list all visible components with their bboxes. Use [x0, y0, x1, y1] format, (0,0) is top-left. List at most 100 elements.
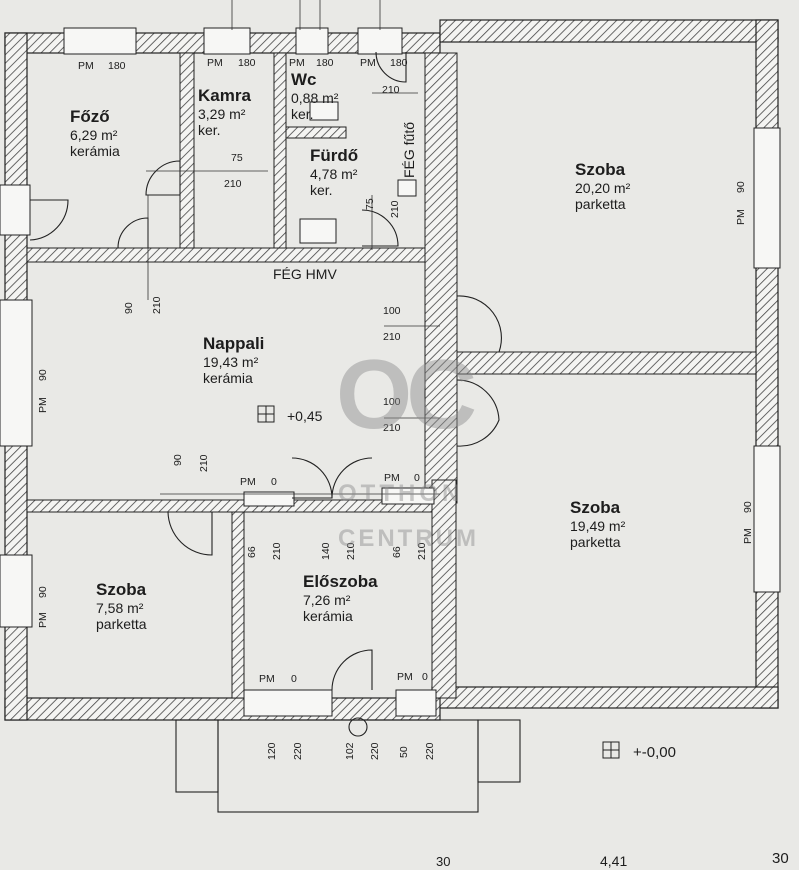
- room-name: Nappali: [203, 334, 265, 353]
- dim-pm: PM: [259, 673, 275, 685]
- interior-walls: [26, 52, 757, 699]
- dim-66: 66: [246, 546, 258, 558]
- dimension-lines: [146, 0, 440, 495]
- dim-pm: PM: [397, 671, 413, 683]
- dim-210: 210: [224, 178, 242, 190]
- room-material: kerámia: [303, 607, 353, 624]
- room-fozo: Főző 6,29 m² kerámia: [70, 107, 120, 159]
- room-area: 7,26 m²: [303, 591, 351, 608]
- dim-75: 75: [364, 198, 376, 210]
- terrace: [175, 717, 521, 813]
- dim-30: 30: [772, 850, 789, 867]
- dim-0: 0: [271, 476, 277, 488]
- dim-pm: PM: [360, 57, 376, 69]
- watermark-logo: OC: [336, 339, 477, 449]
- dim-120: 120: [266, 742, 278, 760]
- dim-180: 180: [316, 57, 334, 69]
- level-outside-label: +-0,00: [633, 744, 676, 761]
- door-swings: [29, 51, 502, 691]
- dim-pm: PM: [384, 472, 400, 484]
- room-material: parketta: [96, 615, 147, 632]
- room-szoba-3: Szoba 7,58 m² parketta: [96, 580, 147, 632]
- dim-75: 75: [231, 152, 243, 164]
- watermark-line1: OTTHON: [338, 480, 464, 507]
- dim-pm: PM: [207, 57, 223, 69]
- room-area: 20,20 m²: [575, 179, 631, 196]
- dim-pm: PM: [742, 528, 754, 544]
- room-furdo: Fürdő 4,78 m² ker.: [310, 146, 358, 198]
- dim-210: 210: [382, 84, 400, 96]
- dim-210: 210: [198, 454, 210, 472]
- room-szoba-2: Szoba 19,49 m² parketta: [570, 498, 625, 550]
- dim-90: 90: [172, 454, 184, 466]
- dim-140: 140: [320, 542, 332, 560]
- room-szoba-1: Szoba 20,20 m² parketta: [575, 160, 630, 212]
- dim-0: 0: [414, 472, 420, 484]
- dim-102: 102: [344, 742, 356, 760]
- room-area: 19,43 m²: [203, 353, 259, 370]
- room-name: Főző: [70, 107, 110, 126]
- dim-441: 4,41: [600, 853, 628, 869]
- watermark-line2: CENTRUM: [338, 525, 479, 552]
- dim-220: 220: [424, 742, 436, 760]
- dim-100: 100: [383, 396, 401, 408]
- dim-pm: PM: [735, 209, 747, 225]
- dim-90: 90: [37, 586, 49, 598]
- room-area: 3,29 m²: [198, 105, 246, 122]
- room-nappali: Nappali 19,43 m² kerámia: [203, 334, 264, 386]
- windows: [0, 27, 781, 717]
- dim-210: 210: [151, 296, 163, 314]
- dim-210: 210: [383, 331, 401, 343]
- dim-220: 220: [292, 742, 304, 760]
- room-kamra: Kamra 3,29 m² ker.: [198, 86, 251, 138]
- room-name: Fürdő: [310, 146, 359, 165]
- room-area: 19,49 m²: [570, 517, 626, 534]
- room-material: ker.: [198, 121, 221, 138]
- dim-pm: PM: [78, 60, 94, 72]
- dim-180: 180: [390, 57, 408, 69]
- room-name: Szoba: [575, 160, 626, 179]
- fixtures: [299, 101, 417, 244]
- room-name: Szoba: [96, 580, 147, 599]
- room-material: ker.: [291, 105, 314, 122]
- feg-hmv-label: FÉG HMV: [273, 266, 337, 282]
- room-area: 7,58 m²: [96, 599, 144, 616]
- room-area: 0,88 m²: [291, 89, 339, 106]
- feg-futo-label: FÉG fűtő: [401, 121, 417, 178]
- room-area: 4,78 m²: [310, 165, 358, 182]
- room-wc: Wc 0,88 m² ker.: [291, 70, 338, 122]
- dim-90: 90: [735, 181, 747, 193]
- dim-pm: PM: [37, 397, 49, 413]
- room-name: Szoba: [570, 498, 621, 517]
- room-material: kerámia: [203, 369, 253, 386]
- dim-210: 210: [383, 422, 401, 434]
- dim-180: 180: [108, 60, 126, 72]
- dim-0: 0: [422, 671, 428, 683]
- level-inside-label: +0,45: [287, 408, 323, 424]
- dim-pm: PM: [37, 612, 49, 628]
- room-name: Wc: [291, 70, 317, 89]
- room-eloszoba: Előszoba 7,26 m² kerámia: [303, 572, 378, 624]
- room-name: Előszoba: [303, 572, 378, 591]
- dim-90: 90: [37, 369, 49, 381]
- room-material: kerámia: [70, 142, 120, 159]
- dim-pm: PM: [289, 57, 305, 69]
- dim-90: 90: [123, 302, 135, 314]
- dim-210: 210: [389, 200, 401, 218]
- dim-50: 50: [398, 746, 410, 758]
- dim-0: 0: [291, 673, 297, 685]
- room-area: 6,29 m²: [70, 126, 118, 143]
- room-material: parketta: [570, 533, 621, 550]
- dim-220: 220: [369, 742, 381, 760]
- dim-90: 90: [742, 501, 754, 513]
- room-material: ker.: [310, 181, 333, 198]
- dim-180: 180: [238, 57, 256, 69]
- dim-30: 30: [436, 854, 451, 869]
- dim-210: 210: [271, 542, 283, 560]
- dim-100: 100: [383, 305, 401, 317]
- level-markers: [257, 405, 620, 759]
- room-name: Kamra: [198, 86, 251, 105]
- room-material: parketta: [575, 195, 626, 212]
- dim-pm: PM: [240, 476, 256, 488]
